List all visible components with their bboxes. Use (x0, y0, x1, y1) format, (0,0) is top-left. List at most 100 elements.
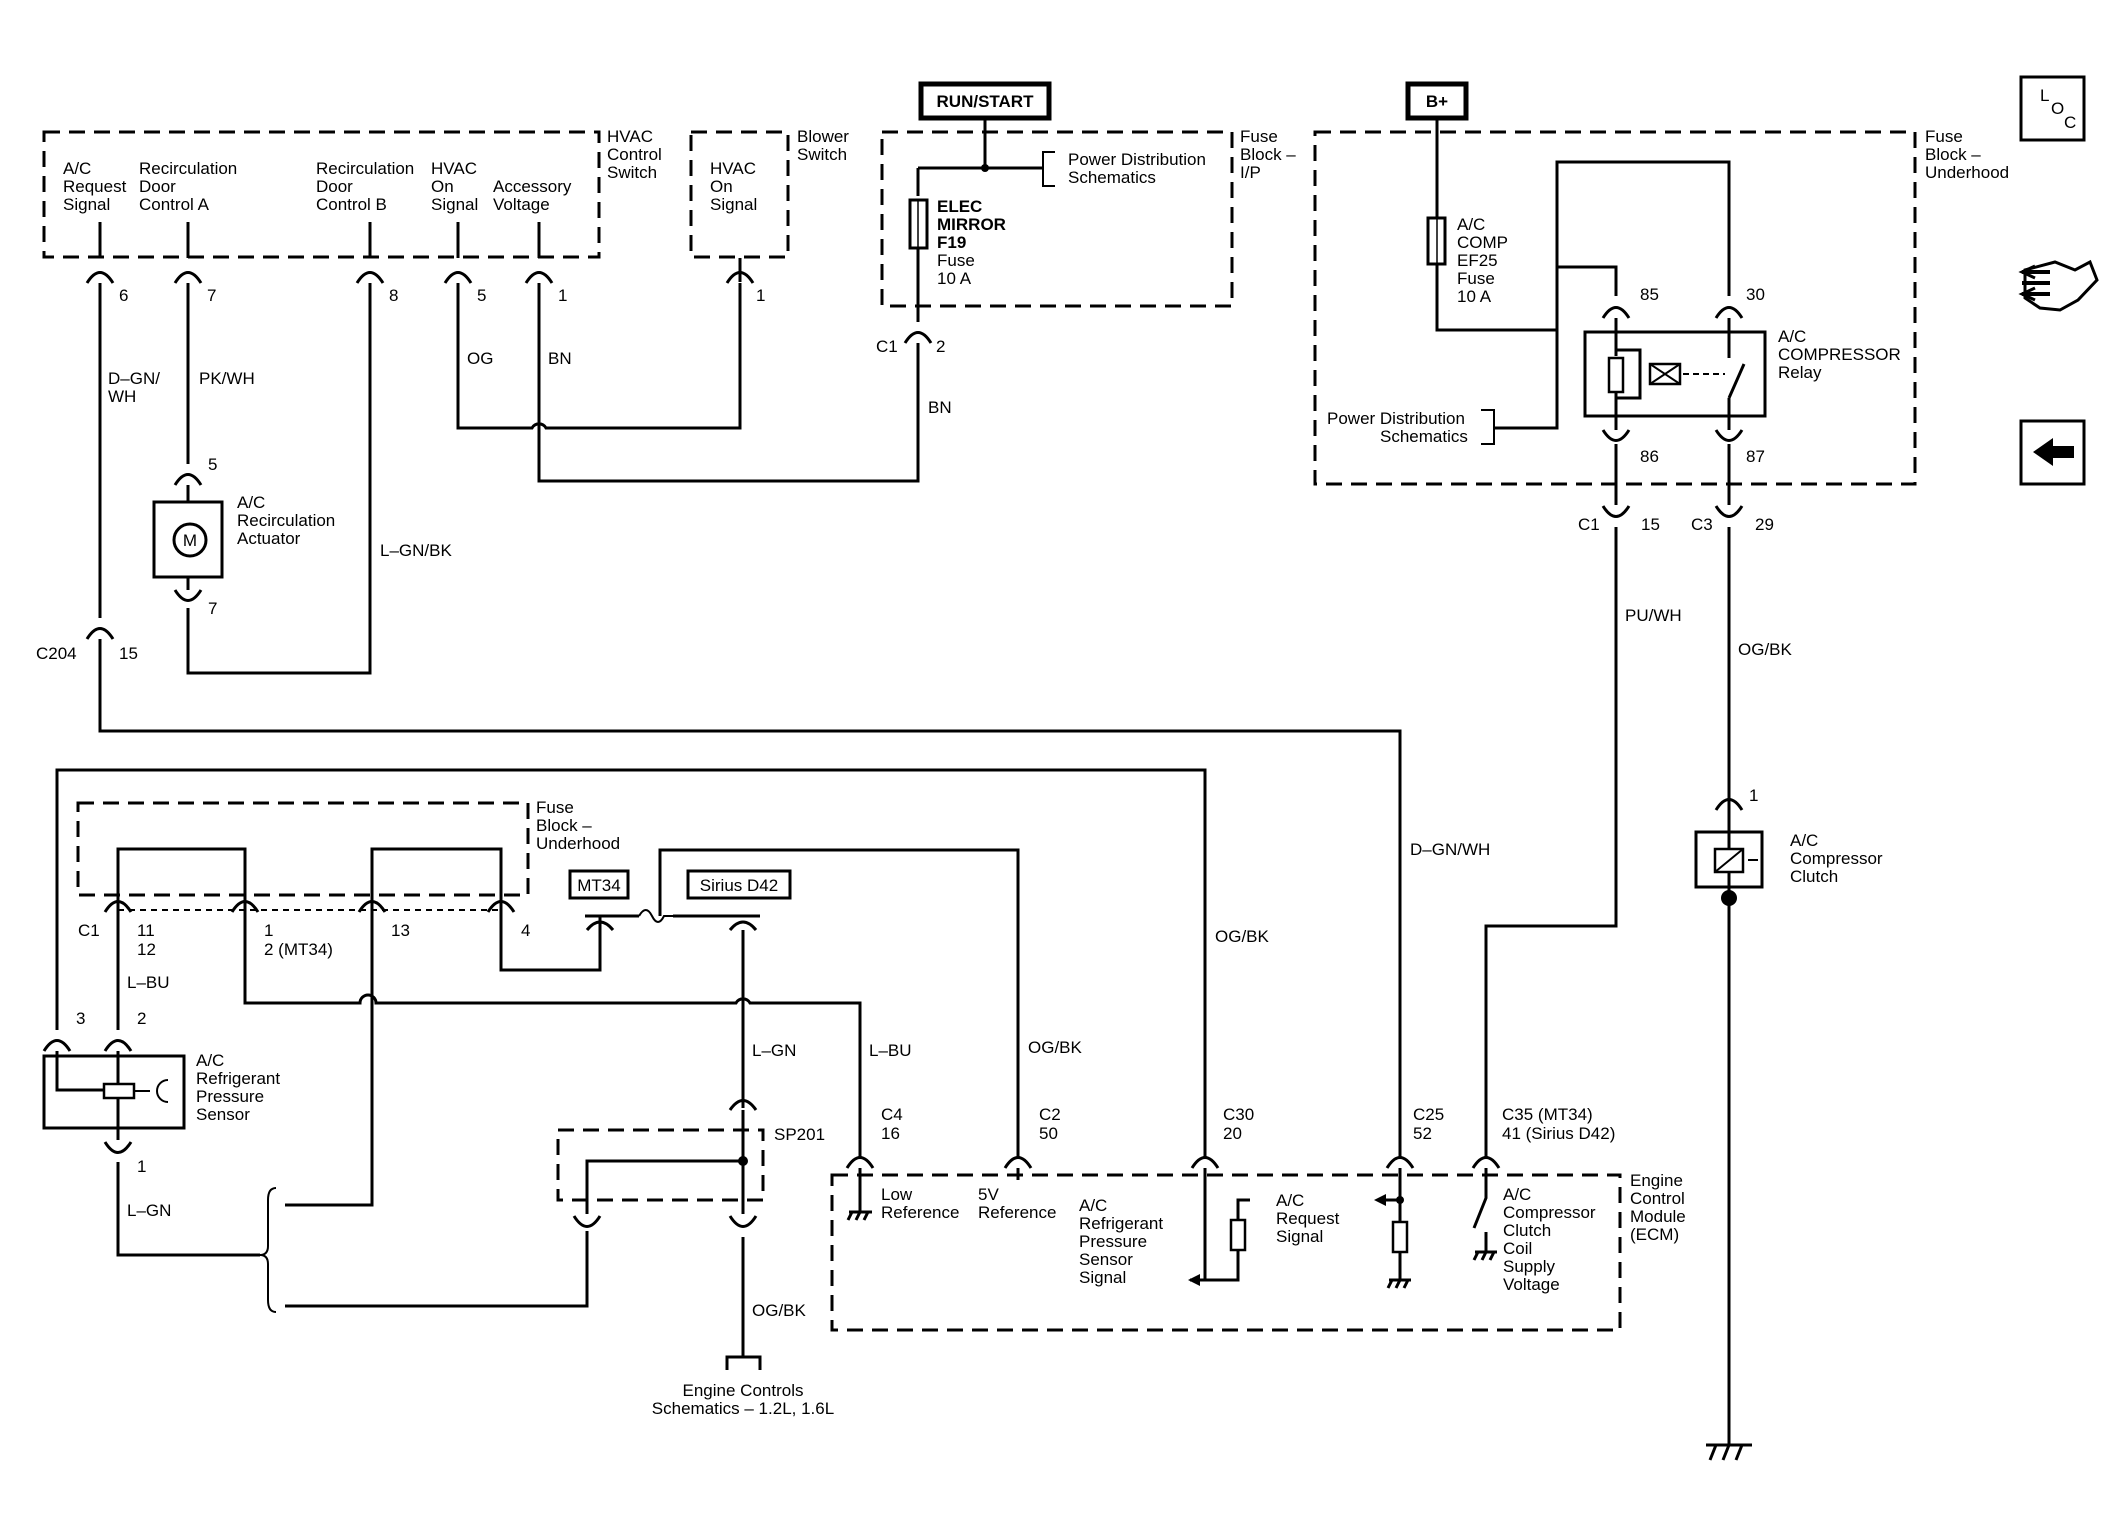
diagram-label: Control B (316, 195, 387, 214)
diagram-label: Door (139, 177, 176, 196)
diagram-label: OG (467, 349, 493, 368)
diagram-label: COMPRESSOR (1778, 345, 1901, 364)
diagram-label: 6 (119, 286, 128, 305)
diagram-label: D–GN/ (108, 369, 160, 388)
diagram-label: 30 (1746, 285, 1765, 304)
loc-icon[interactable]: L O C (2019, 75, 2086, 142)
diagram-label: Sensor (1079, 1250, 1133, 1269)
diagram-label: 41 (Sirius D42) (1502, 1124, 1615, 1143)
diagram-label: Schematics – 1.2L, 1.6L (652, 1399, 834, 1418)
diagram-label: COMP (1457, 233, 1508, 252)
diagram-label: 1 (558, 286, 567, 305)
diagram-label: PK/WH (199, 369, 255, 388)
diagram-label: MIRROR (937, 215, 1006, 234)
diagram-label: 7 (208, 599, 217, 618)
diagram-label: 20 (1223, 1124, 1242, 1143)
diagram-label: A/C (196, 1051, 224, 1070)
diagram-label: SP201 (774, 1125, 825, 1144)
diagram-label: EF25 (1457, 251, 1498, 270)
diagram-label: Request (63, 177, 127, 196)
diagram-label: Relay (1778, 363, 1822, 382)
diagram-label: 2 (936, 337, 945, 356)
diagram-label: HVAC (607, 127, 653, 146)
diagram-label: C30 (1223, 1105, 1254, 1124)
diagram-label: D–GN/WH (1410, 840, 1490, 859)
diagram-label: O (2051, 99, 2064, 118)
upper-wiring: D–GN/ WH PK/WH L–GN/BK OG BN BN PU/WH OG… (98, 283, 1793, 1158)
hvac-control-switch: HVAC Control Switch A/C Request Signal R… (42, 127, 662, 305)
diagram-label: Underhood (536, 834, 620, 853)
diagram-label: 2 (137, 1009, 146, 1028)
option-selectors: MT34 Sirius D42 OG/BK (499, 848, 1083, 1158)
back-arrow-icon[interactable] (2019, 419, 2086, 486)
diagram-label: 1 (756, 286, 765, 305)
diagram-label: Voltage (1503, 1275, 1560, 1294)
diagram-label: Signal (1276, 1227, 1323, 1246)
diagram-label: 1 (264, 921, 273, 940)
diagram-label: 1 (137, 1157, 146, 1176)
diagram-label: A/C (1790, 831, 1818, 850)
diagram-label: Fuse (1240, 127, 1278, 146)
blower-switch: Blower Switch HVAC On Signal 1 (689, 127, 849, 305)
diagram-label: 15 (1641, 515, 1660, 534)
diagram-label: 52 (1413, 1124, 1432, 1143)
diagram-label: Accessory (493, 177, 572, 196)
lower-wiring: OG/BK L–BU L–BU L–GN L–GN (55, 768, 1270, 1313)
diagram-label: Block – (1925, 145, 1981, 164)
b-plus-label: B+ (1426, 92, 1448, 111)
diagram-label: 3 (76, 1009, 85, 1028)
diagram-label: Compressor (1790, 849, 1883, 868)
diagram-label: 5V (978, 1185, 999, 1204)
diagram-label: Blower (797, 127, 849, 146)
diagram-label: OG/BK (752, 1301, 807, 1320)
diagram-label: Reference (978, 1203, 1056, 1222)
diagram-label: Compressor (1503, 1203, 1596, 1222)
diagram-label: I/P (1240, 163, 1261, 182)
diagram-label: 15 (119, 644, 138, 663)
diagram-label: 87 (1746, 447, 1765, 466)
diagram-label: C1 (876, 337, 898, 356)
diagram-label: 1 (1749, 786, 1758, 805)
diagram-label: Pressure (196, 1087, 264, 1106)
diagram-label: Request (1276, 1209, 1340, 1228)
diagram-label: 10 A (1457, 287, 1492, 306)
option-mt34: MT34 (577, 876, 620, 895)
fuse-block-ip: Fuse Block – I/P Power Distribution Sche… (876, 118, 1296, 356)
diagram-label: Schematics (1380, 427, 1468, 446)
diagram-label: 7 (207, 286, 216, 305)
diagram-label: F19 (937, 233, 966, 252)
diagram-label: 11 (137, 921, 155, 940)
diagram-label: Fuse (937, 251, 975, 270)
diagram-label: Recirculation (316, 159, 414, 178)
diagram-label: Schematics (1068, 168, 1156, 187)
diagram-label: C3 (1691, 515, 1713, 534)
connector-end-view-icon[interactable] (2018, 259, 2099, 312)
diagram-label: 86 (1640, 447, 1659, 466)
diagram-label: HVAC (431, 159, 477, 178)
diagram-label: 16 (881, 1124, 900, 1143)
diagram-label: A/C (1457, 215, 1485, 234)
diagram-label: A/C (1276, 1191, 1304, 1210)
diagram-label: Fuse (536, 798, 574, 817)
diagram-label: L–BU (127, 973, 170, 992)
diagram-label: Refrigerant (196, 1069, 280, 1088)
diagram-label: Module (1630, 1207, 1686, 1226)
diagram-label: C35 (MT34) (1502, 1105, 1593, 1124)
diagram-label: Control (607, 145, 662, 164)
diagram-label: 50 (1039, 1124, 1058, 1143)
diagram-label: Coil (1503, 1239, 1532, 1258)
diagram-label: Reference (881, 1203, 959, 1222)
diagram-label: L–GN (127, 1201, 171, 1220)
diagram-label: On (431, 177, 454, 196)
diagram-label: Signal (1079, 1268, 1126, 1287)
diagram-label: Fuse (1925, 127, 1963, 146)
diagram-label: PU/WH (1625, 606, 1682, 625)
diagram-label: C1 (78, 921, 100, 940)
diagram-label: 2 (MT34) (264, 940, 333, 959)
diagram-label: Switch (797, 145, 847, 164)
diagram-label: 85 (1640, 285, 1659, 304)
diagram-label: Engine (1630, 1171, 1683, 1190)
diagram-label: Pressure (1079, 1232, 1147, 1251)
diagram-label: 10 A (937, 269, 972, 288)
